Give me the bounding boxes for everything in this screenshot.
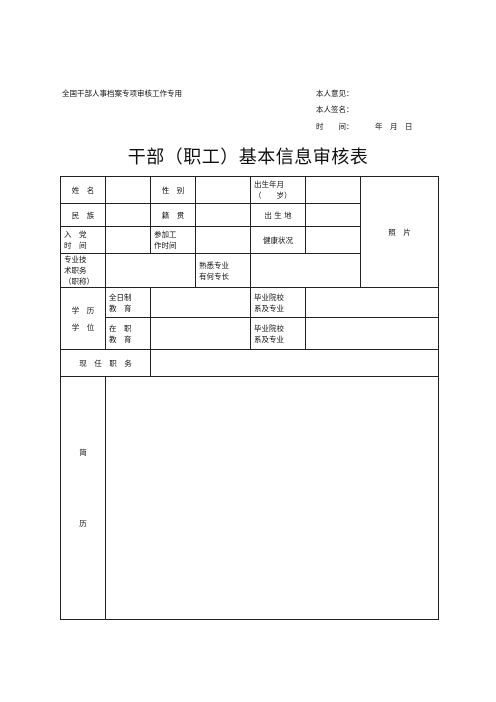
info-form: 姓 名 性 别 出生年月 （ 岁） 照 片 民 族 籍 贯 出 生 地 入 党 …	[60, 176, 439, 620]
inservice-school-label: 毕业院校 系及专业	[250, 317, 306, 350]
education-degree-label-line1: 学 历	[71, 305, 95, 315]
inservice-education-field[interactable]	[150, 317, 251, 350]
gender-field[interactable]	[195, 176, 251, 204]
work-start-date-label-line2: 作时间	[154, 241, 177, 250]
resume-label-char1: 简	[79, 448, 87, 457]
fulltime-education-label-line1: 全日制	[109, 292, 132, 302]
name-field[interactable]	[105, 176, 151, 204]
party-join-date-label-line1: 入 党	[64, 230, 87, 239]
birth-date-label: 出生年月 （ 岁）	[250, 176, 306, 204]
opinion-label: 本人意见：	[316, 89, 354, 98]
ethnicity-label: 民 族	[60, 203, 106, 227]
inservice-school-label-line1: 毕业院校	[254, 323, 284, 333]
signature-label: 本人签名：	[316, 105, 354, 114]
professional-title-label-line1: 专业技	[64, 255, 87, 264]
fulltime-school-field[interactable]	[305, 287, 439, 318]
party-join-date-label: 入 党 时 间	[60, 226, 106, 254]
inservice-education-label: 在 职 教 育	[105, 317, 151, 350]
date-units: 年 月 日	[375, 122, 413, 131]
inservice-school-field[interactable]	[305, 317, 439, 350]
professional-title-label-line3: （职称）	[64, 277, 94, 286]
gender-label: 性 别	[150, 176, 196, 204]
birthplace-label: 出 生 地	[250, 203, 306, 227]
date-label: 时 间：	[316, 122, 354, 131]
inservice-education-label-line1: 在 职	[109, 323, 132, 333]
birth-date-label-line2: （ 岁）	[254, 191, 292, 200]
ethnicity-field[interactable]	[105, 203, 151, 227]
fulltime-school-label-line2: 系及专业	[254, 303, 284, 313]
expertise-label-line2: 有何专长	[199, 271, 229, 281]
health-label: 健康状况	[250, 226, 306, 254]
inservice-education-label-line2: 教 育	[109, 334, 132, 344]
current-post-label: 现 任 职 务	[60, 349, 151, 377]
professional-title-label-line2: 术职务	[64, 266, 87, 275]
photo-box: 照 片	[360, 176, 439, 288]
expertise-field[interactable]	[250, 253, 361, 288]
birthplace-field[interactable]	[305, 203, 361, 227]
education-degree-label-line2: 学 位	[71, 322, 95, 332]
native-place-label: 籍 贯	[150, 203, 196, 227]
birth-date-label-line1: 出生年月	[254, 180, 284, 189]
native-place-field[interactable]	[195, 203, 251, 227]
fulltime-school-label: 毕业院校 系及专业	[250, 287, 306, 318]
current-post-field[interactable]	[150, 349, 439, 377]
party-join-date-label-line2: 时 间	[64, 241, 87, 250]
page-title: 干部（职工）基本信息审核表	[127, 147, 369, 168]
resume-label-char2: 历	[79, 519, 87, 528]
expertise-label-line1: 熟悉专业	[199, 260, 229, 270]
professional-title-label: 专业技 术职务 （职称）	[60, 253, 106, 288]
resume-field[interactable]	[105, 376, 439, 620]
expertise-label: 熟悉专业 有何专长	[195, 253, 251, 288]
form-usage-note: 全国干部人事档案专项审核工作专用	[62, 89, 182, 98]
education-degree-label: 学 历 学 位	[60, 287, 106, 350]
fulltime-education-field[interactable]	[150, 287, 251, 318]
name-label: 姓 名	[60, 176, 106, 204]
resume-label: 简 历	[60, 376, 106, 620]
birth-date-field[interactable]	[305, 176, 361, 204]
party-join-date-field[interactable]	[105, 226, 151, 254]
fulltime-school-label-line1: 毕业院校	[254, 292, 284, 302]
inservice-school-label-line2: 系及专业	[254, 334, 284, 344]
work-start-date-field[interactable]	[195, 226, 251, 254]
professional-title-field[interactable]	[105, 253, 196, 288]
fulltime-education-label: 全日制 教 育	[105, 287, 151, 318]
work-start-date-label: 参加工 作时间	[150, 226, 196, 254]
fulltime-education-label-line2: 教 育	[109, 303, 132, 313]
work-start-date-label-line1: 参加工	[154, 230, 177, 239]
health-field[interactable]	[305, 226, 361, 254]
